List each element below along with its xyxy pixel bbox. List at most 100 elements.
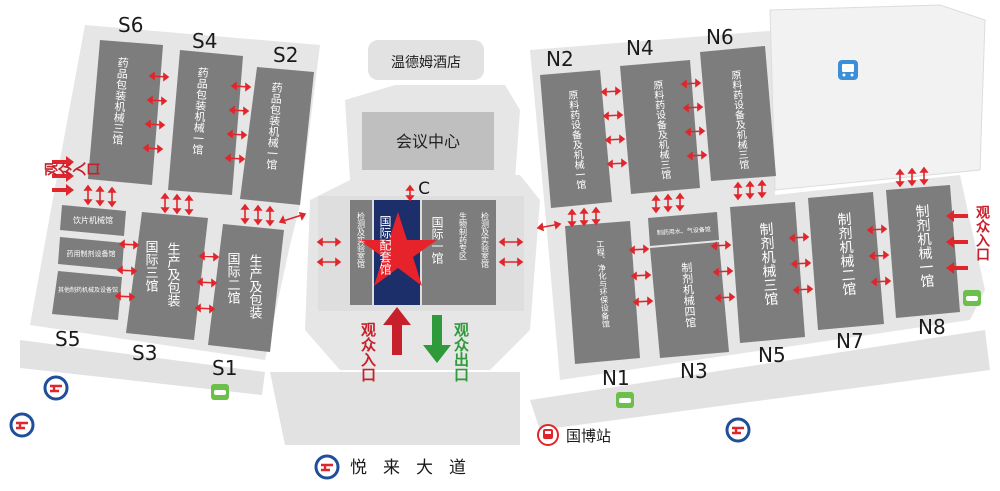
metro-icon xyxy=(314,454,340,480)
metro-icon xyxy=(43,375,69,401)
arrow-center-right-2 xyxy=(498,257,524,267)
arrow-nv-1 xyxy=(567,208,577,228)
entry-west-3 xyxy=(52,184,74,196)
arrow-center-n1 xyxy=(536,220,562,232)
entry-west-2 xyxy=(52,170,74,182)
arrow-v-6 xyxy=(184,194,194,216)
arrow-v-3 xyxy=(107,186,117,208)
arrow-v-9 xyxy=(265,205,275,227)
arrow-hall-c xyxy=(405,184,415,202)
arrow-s2-center xyxy=(278,211,307,225)
hall-n1 xyxy=(565,221,640,364)
hall-c-label: C xyxy=(418,179,430,199)
code-n3: N3 xyxy=(680,359,708,383)
arrow-n7-n8-1 xyxy=(866,224,888,235)
road-center xyxy=(270,372,520,445)
hall-c-right-b xyxy=(452,200,474,305)
arrow-s4-s2-2 xyxy=(228,105,250,116)
audience-entry-arrow xyxy=(383,307,411,355)
code-s5: S5 xyxy=(55,327,80,351)
audience-labels: 观众入口 观众入口 观众入口 观众出口 xyxy=(44,162,990,382)
name-c-left-b: 国际配套馆 xyxy=(378,215,392,275)
arrow-n5-n7-2 xyxy=(790,258,812,269)
arrow-v-2 xyxy=(95,185,105,207)
arrow-n3-n5-1 xyxy=(710,240,732,251)
name-s2: 药品包装机械一馆 xyxy=(264,81,283,171)
arrow-center-right-1 xyxy=(498,237,524,247)
road-north xyxy=(530,330,990,430)
entry-east-1 xyxy=(946,210,968,222)
arrow-nv-8 xyxy=(745,180,755,200)
arrow-s5-s3-2 xyxy=(116,265,138,276)
name-n5: 制剂机械三馆 xyxy=(757,221,779,306)
code-s4: S4 xyxy=(192,29,217,53)
station-train-icon xyxy=(537,424,559,446)
conference-label: 会议中心 xyxy=(396,132,460,151)
arrow-nv-11 xyxy=(907,167,917,187)
hall-s5-b xyxy=(58,237,124,270)
code-n1: N1 xyxy=(602,366,630,390)
code-n5: N5 xyxy=(758,343,786,367)
arrow-s3-s1-3 xyxy=(194,303,216,314)
conference-hall xyxy=(362,112,494,170)
parking-car-icon xyxy=(211,384,229,400)
arrow-s6-s4-2 xyxy=(146,95,168,106)
name-n8: 制剂机械一馆 xyxy=(913,203,935,288)
hall-s2 xyxy=(240,67,314,205)
arrow-n4-n6-1 xyxy=(680,78,702,89)
hotel-label: 温德姆酒店 xyxy=(391,55,461,71)
arrow-v-1 xyxy=(83,184,93,206)
hall-n2 xyxy=(540,70,612,208)
arrow-n5-n7-3 xyxy=(792,284,814,295)
hall-n7 xyxy=(808,192,884,330)
south-halls xyxy=(52,40,314,352)
arrow-s5-s3-1 xyxy=(118,239,140,250)
name-c-right-b: 生物制药专区 xyxy=(459,211,468,260)
arrow-n4-n6-3 xyxy=(684,126,706,137)
hall-n6 xyxy=(700,46,776,181)
code-s2: S2 xyxy=(273,43,298,67)
arrow-v-7 xyxy=(240,203,250,225)
arrow-s3-s1-1 xyxy=(198,251,220,262)
metro-icon xyxy=(725,417,751,443)
arrow-n7-n8-2 xyxy=(868,250,890,261)
arrow-s5-s3-3 xyxy=(114,291,136,302)
road-label: 悦来大道 xyxy=(350,458,482,478)
name-s5-b: 药用制剂设备馆 xyxy=(67,249,116,258)
arrow-n4-n6-2 xyxy=(682,102,704,113)
entry-arrows xyxy=(52,156,968,274)
arrow-nv-12 xyxy=(919,166,929,186)
arrow-s4-s2-4 xyxy=(224,153,246,164)
name-n3-b: 制剂机械四馆 xyxy=(679,261,697,329)
hall-s5-a xyxy=(60,205,126,236)
north-east-lot xyxy=(769,4,986,191)
name-c-right-a: 国际一馆 xyxy=(430,216,444,264)
arrow-nv-6 xyxy=(675,192,685,212)
arrow-n5-n7-1 xyxy=(788,232,810,243)
entry-east-2 xyxy=(946,236,968,248)
audience-exit-arrow xyxy=(423,315,451,363)
arrow-s6-s4-3 xyxy=(144,119,166,130)
hall-s3 xyxy=(126,212,208,340)
name-n3-a: 制药用水、气设备馆 xyxy=(657,225,711,237)
arrow-nv-7 xyxy=(733,181,743,201)
arrow-v-5 xyxy=(172,193,182,215)
north-halls xyxy=(540,46,960,364)
station-label: 国博站 xyxy=(566,427,611,445)
arrow-nv-2 xyxy=(579,207,589,227)
exit-center-label: 观众出口 xyxy=(452,322,470,382)
code-s6: S6 xyxy=(118,13,143,37)
arrow-n7-n8-3 xyxy=(870,276,892,287)
entry-east-3 xyxy=(946,262,968,274)
hall-n8 xyxy=(886,185,960,318)
arrow-n3-n5-3 xyxy=(714,292,736,303)
hotel-block xyxy=(368,40,484,80)
hall-c-right-a xyxy=(422,200,452,305)
arrow-n3-n5-2 xyxy=(712,266,734,277)
text-layer: 温德姆酒店 会议中心 C S6 S4 S2 S5 S3 S1 N2 N4 N6 … xyxy=(55,13,946,390)
name-s4: 药品包装机械一馆 xyxy=(190,66,209,156)
arrow-n1-n3-3 xyxy=(632,296,654,307)
arrow-nv-9 xyxy=(757,179,767,199)
hall-names: 药品包装机械三馆 药品包装机械一馆 药品包装机械一馆 饮片机械馆 药用制剂设备馆… xyxy=(58,56,935,329)
